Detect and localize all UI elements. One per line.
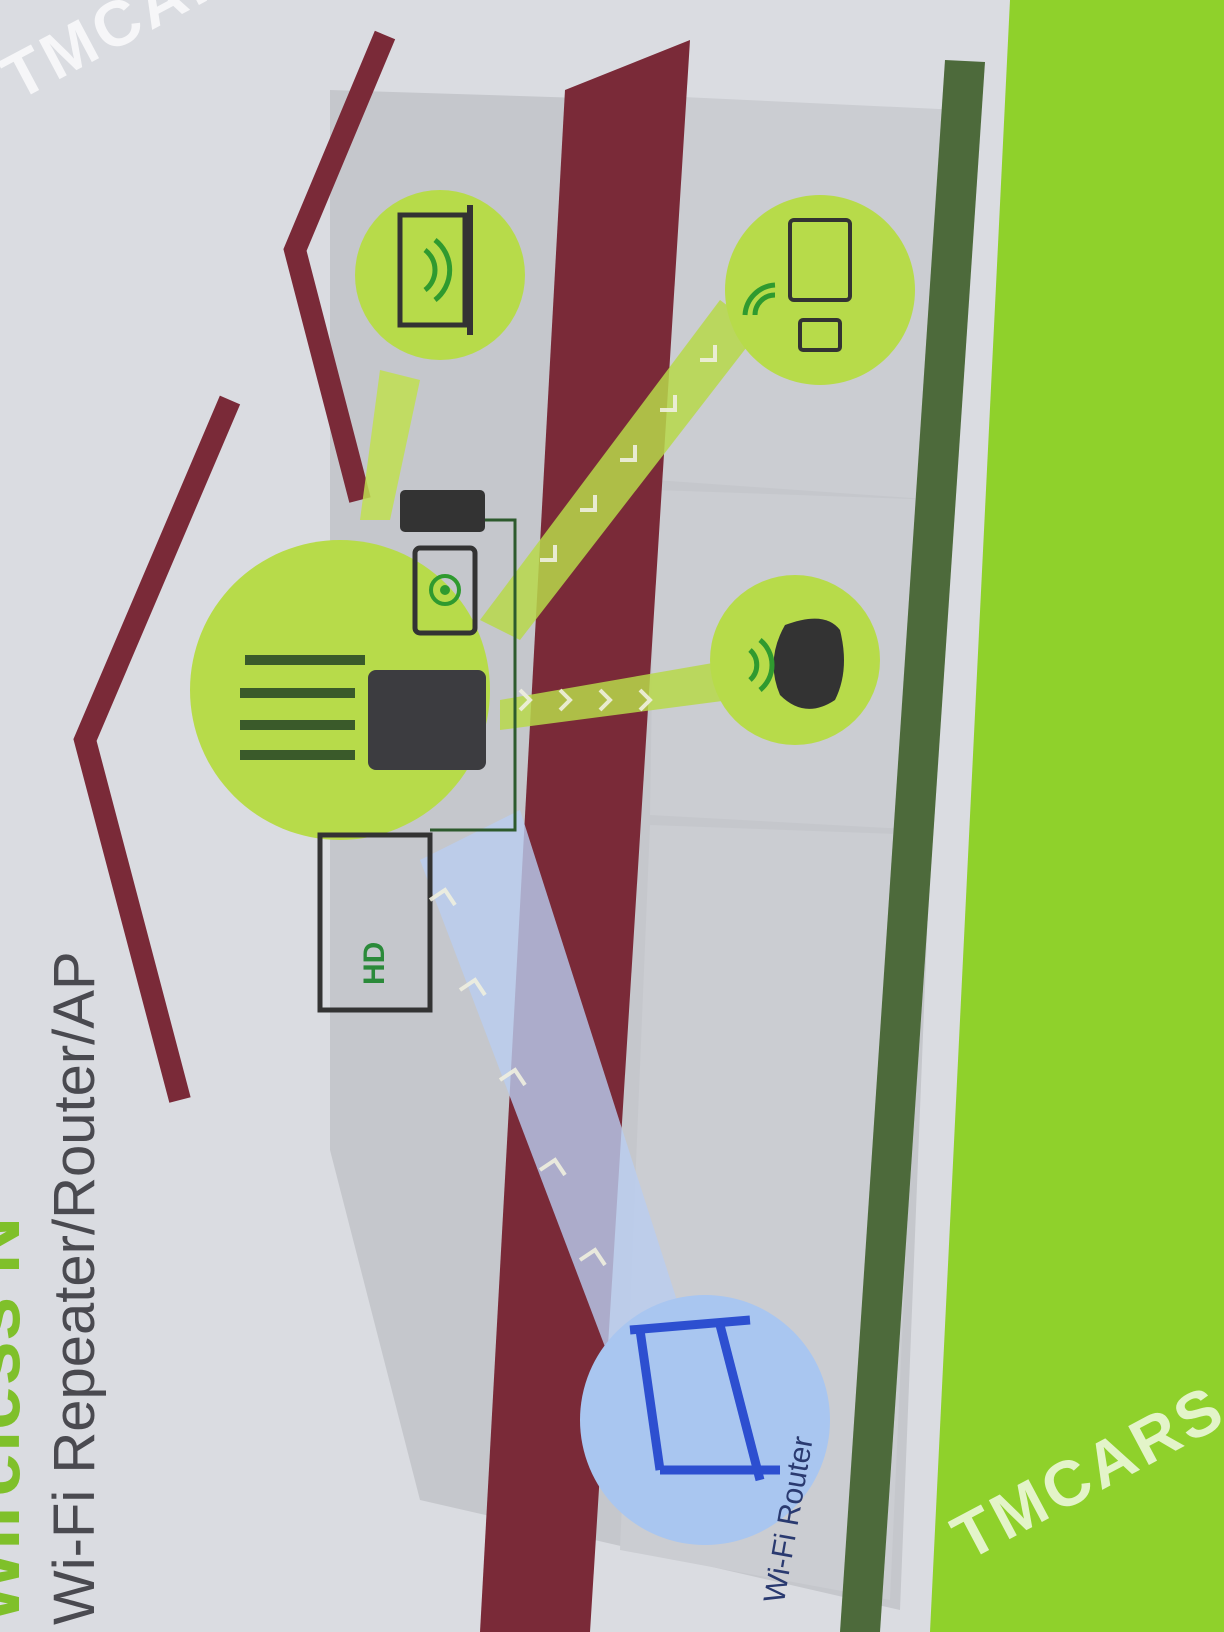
ground-bar: [840, 60, 985, 1632]
tablet-icon: [788, 218, 852, 302]
gamepad-icon: [773, 618, 844, 709]
product-title: Wireless N: [0, 1217, 36, 1625]
laptop-icon: [397, 212, 468, 328]
wifi-router-icon: [629, 1315, 780, 1482]
at-sign-icon: [429, 574, 461, 606]
tv-label: HD: [358, 941, 391, 985]
roof-line-upper: [283, 30, 396, 503]
roof-line-lower: [73, 395, 241, 1103]
wifi-icon: [423, 238, 776, 692]
phone-icon: [798, 318, 842, 352]
desktop-pc-icon: [400, 490, 485, 532]
monitor-icon: [412, 545, 478, 636]
hd-tv-icon: [317, 832, 433, 1013]
lime-side-panel: [930, 0, 1224, 1632]
tablet-circle: [725, 195, 915, 385]
product-subtitle: Wi-Fi Repeater/Router/AP: [42, 951, 107, 1625]
wifi-repeater-device: [240, 655, 486, 770]
